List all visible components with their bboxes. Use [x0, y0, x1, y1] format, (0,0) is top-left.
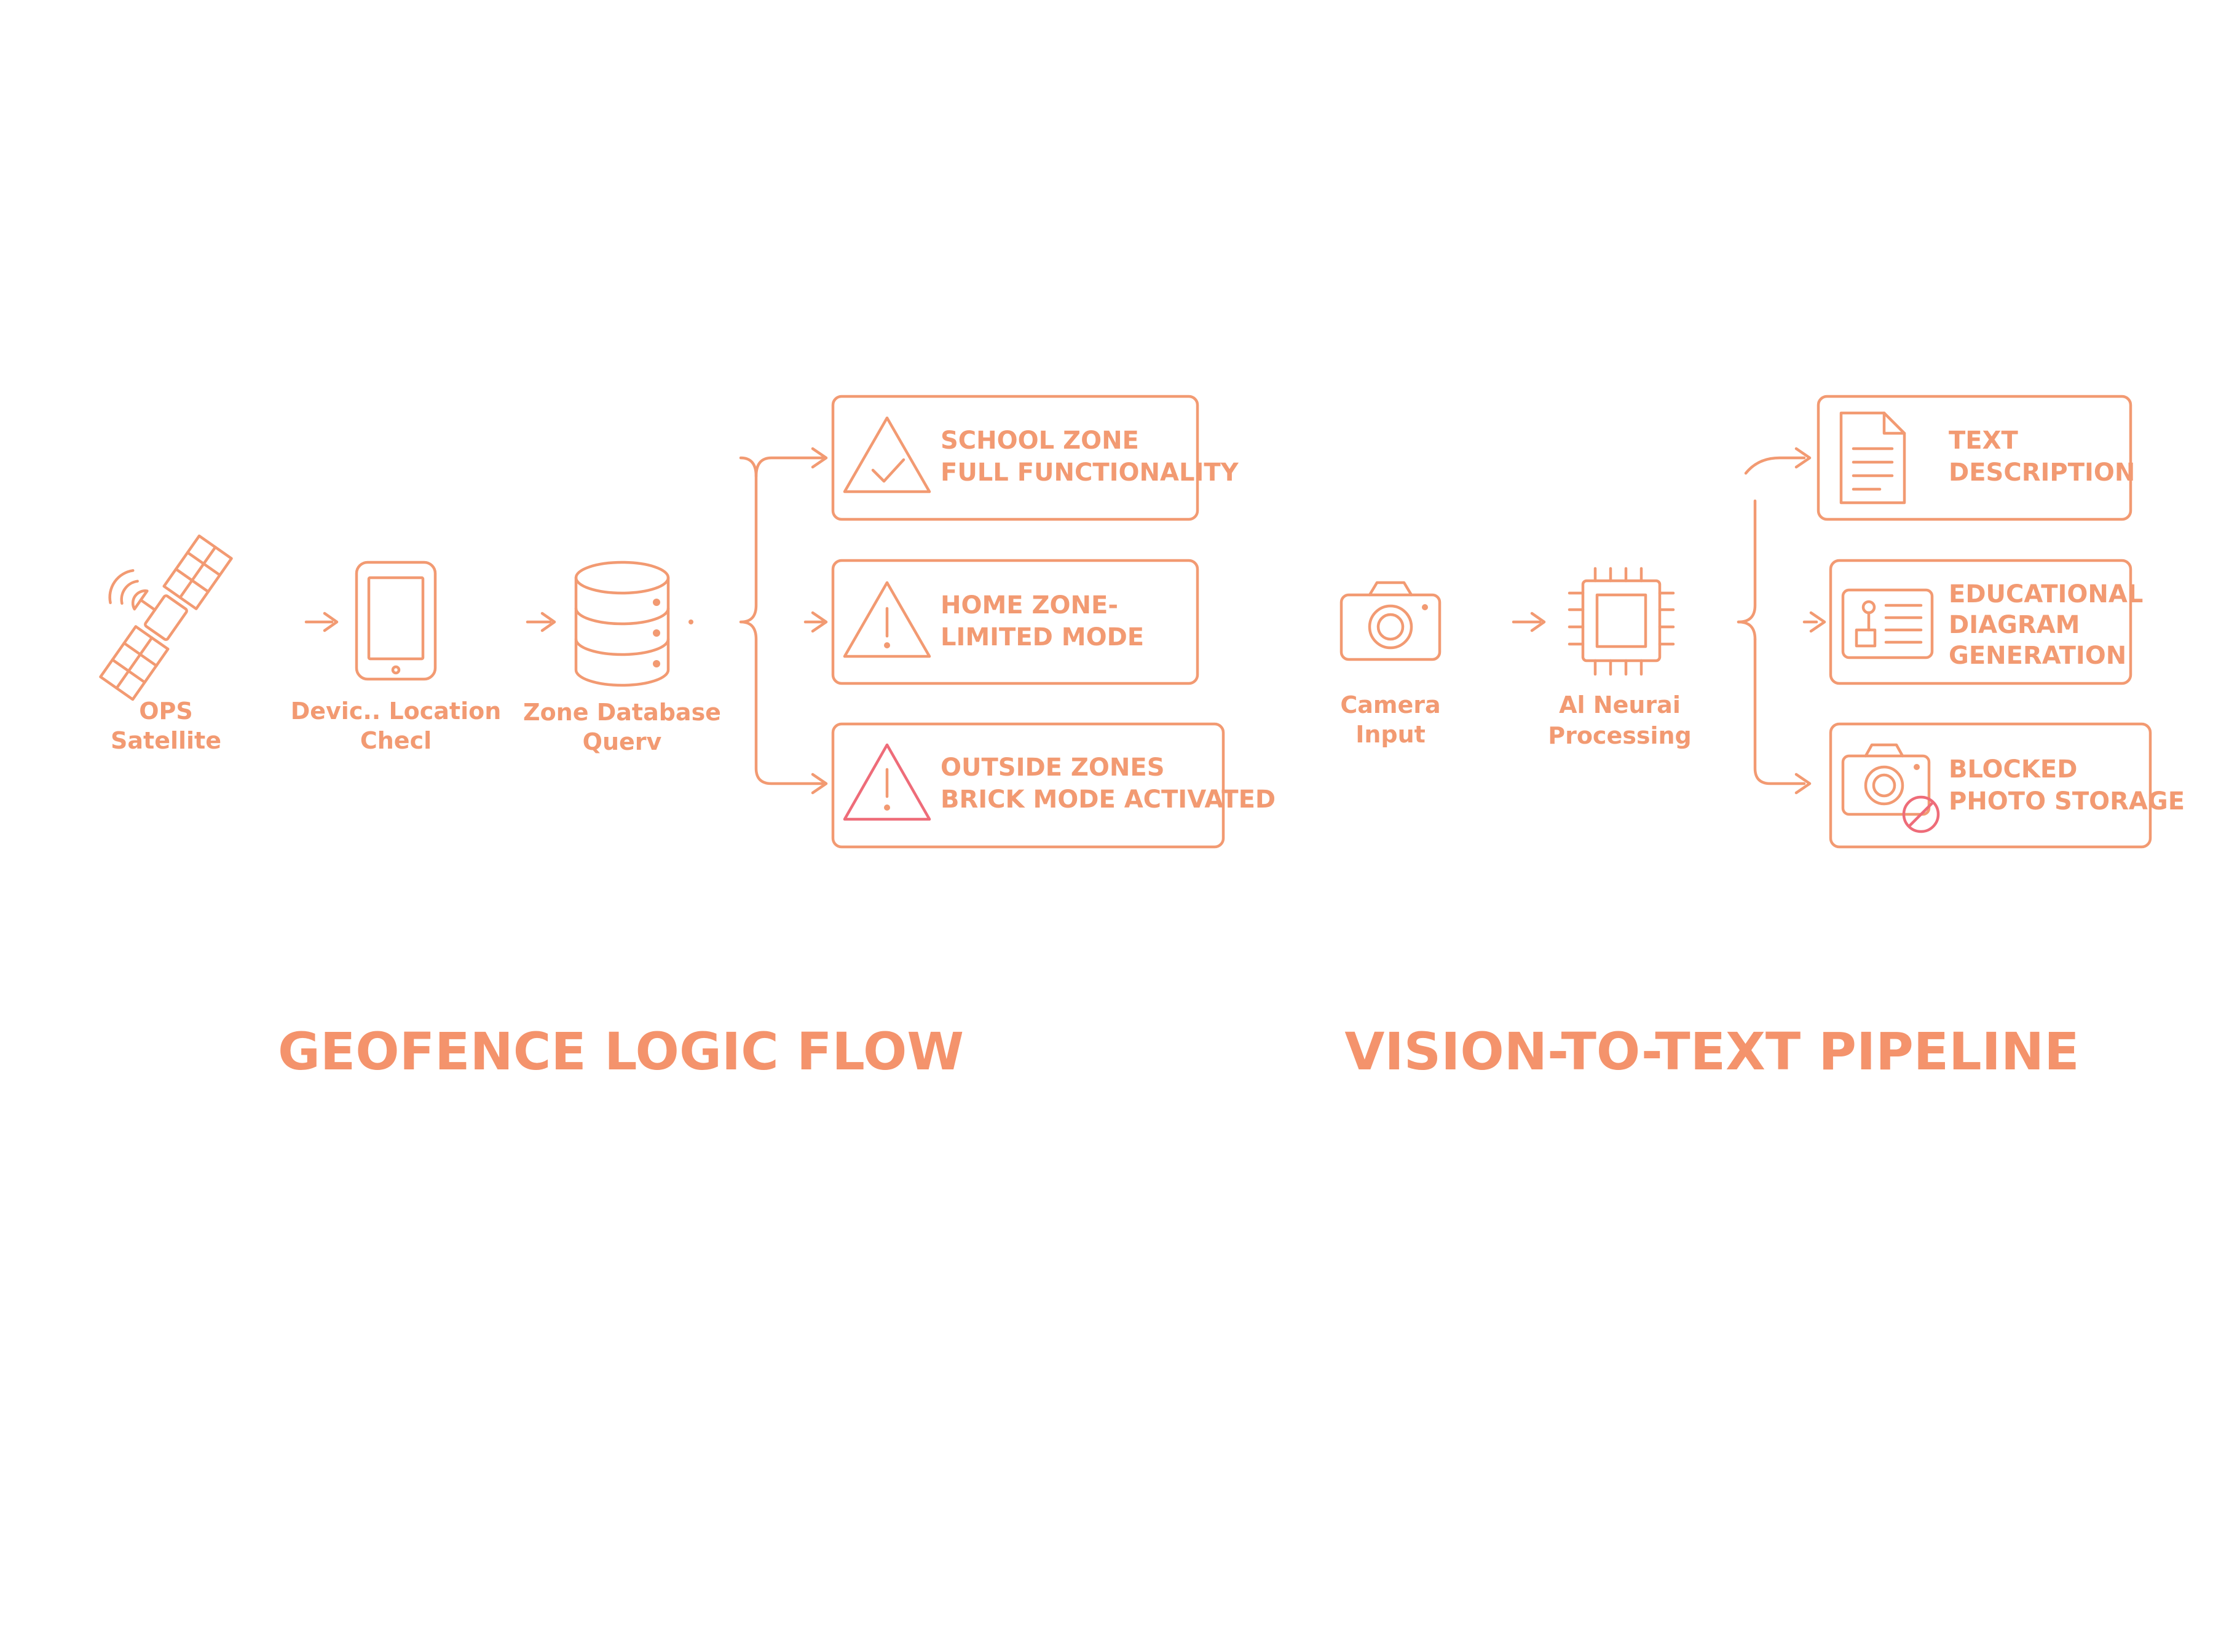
- flow-arrow: [304, 612, 339, 632]
- outcome-home-zone: HOME ZONE- LIMITED MODE: [831, 559, 1199, 685]
- warning-check-icon: [843, 416, 931, 494]
- branch-connector: [688, 447, 828, 795]
- node-label-camera-line2: Input: [1355, 721, 1426, 748]
- camera-blocked-icon: [1841, 743, 1940, 833]
- document-icon: [1839, 411, 1906, 505]
- outcome-label-line2: DESCRIPTION: [1949, 458, 2135, 487]
- outcome-school-zone: SCHOOL ZONE FULL FUNCTIONALITY: [831, 395, 1239, 521]
- tablet-icon: [355, 560, 437, 681]
- node-label-device-line2: Checl: [360, 727, 432, 754]
- camera-icon: [1339, 581, 1442, 661]
- node-label-database-line1: Zone Database: [523, 699, 721, 726]
- node-label-camera-line1: Camera: [1340, 691, 1440, 718]
- outcome-label-line2: BRICK MODE ACTIVATED: [941, 785, 1276, 814]
- outcome-label-line1: OUTSIDE ZONES: [941, 753, 1165, 782]
- outcome-label-line2: PHOTO STORAGE: [1949, 787, 2185, 816]
- node-label-ai-line2: Processing: [1548, 722, 1692, 749]
- database-icon: [574, 560, 670, 687]
- branch-connector: [1737, 447, 1826, 795]
- alert-triangle-icon: [843, 743, 931, 821]
- outcome-label-line1: TEXT: [1949, 427, 2018, 455]
- outcome-label-line2: FULL FUNCTIONALITY: [941, 458, 1239, 487]
- chip-icon: [1568, 567, 1675, 676]
- node-label-ai-line1: Al Neurai: [1559, 691, 1681, 718]
- diagram-card-icon: [1841, 588, 1934, 659]
- outcome-label-line1: HOME ZONE-: [941, 591, 1118, 620]
- satellite-icon: [99, 534, 233, 701]
- outcome-label-line1: EDUCATIONAL: [1949, 580, 2143, 608]
- outcome-label-line1: SCHOOL ZONE: [941, 427, 1139, 455]
- vision-title: VISION-TO-TEXT PIPELINE: [1344, 1021, 2079, 1082]
- outcome-educational-diagram: EDUCATIONAL DIAGRAM GENERATION: [1829, 559, 2143, 685]
- node-label-satellite-line1: OPS: [139, 698, 193, 725]
- outcome-label-line3: GENERATION: [1949, 642, 2126, 670]
- outcome-blocked-photo-storage: BLOCKED PHOTO STORAGE: [1829, 722, 2185, 849]
- flow-arrow: [1512, 612, 1546, 632]
- warning-exclamation-icon: [843, 581, 931, 658]
- node-label-satellite-line2: Satellite: [111, 727, 221, 754]
- flow-arrow: [526, 612, 556, 632]
- outcome-label-line2: LIMITED MODE: [941, 623, 1144, 651]
- outcome-label-line2: DIAGRAM: [1949, 611, 2080, 639]
- node-label-database-line2: Querv: [583, 728, 662, 755]
- geofence-title: GEOFENCE LOGIC FLOW: [278, 1021, 964, 1082]
- outcome-text-description: TEXT DESCRIPTION: [1817, 395, 2135, 521]
- geofence-flow: OPS Satellite Devic.. Location Checl: [99, 395, 1276, 1082]
- outcome-label-line1: BLOCKED: [1949, 755, 2077, 784]
- outcome-outside-zones: OUTSIDE ZONES BRICK MODE ACTIVATED: [831, 722, 1276, 849]
- node-label-device-line1: Devic.. Location: [291, 698, 502, 725]
- vision-pipeline: Camera Input Al Neurai Processing: [1339, 395, 2185, 1082]
